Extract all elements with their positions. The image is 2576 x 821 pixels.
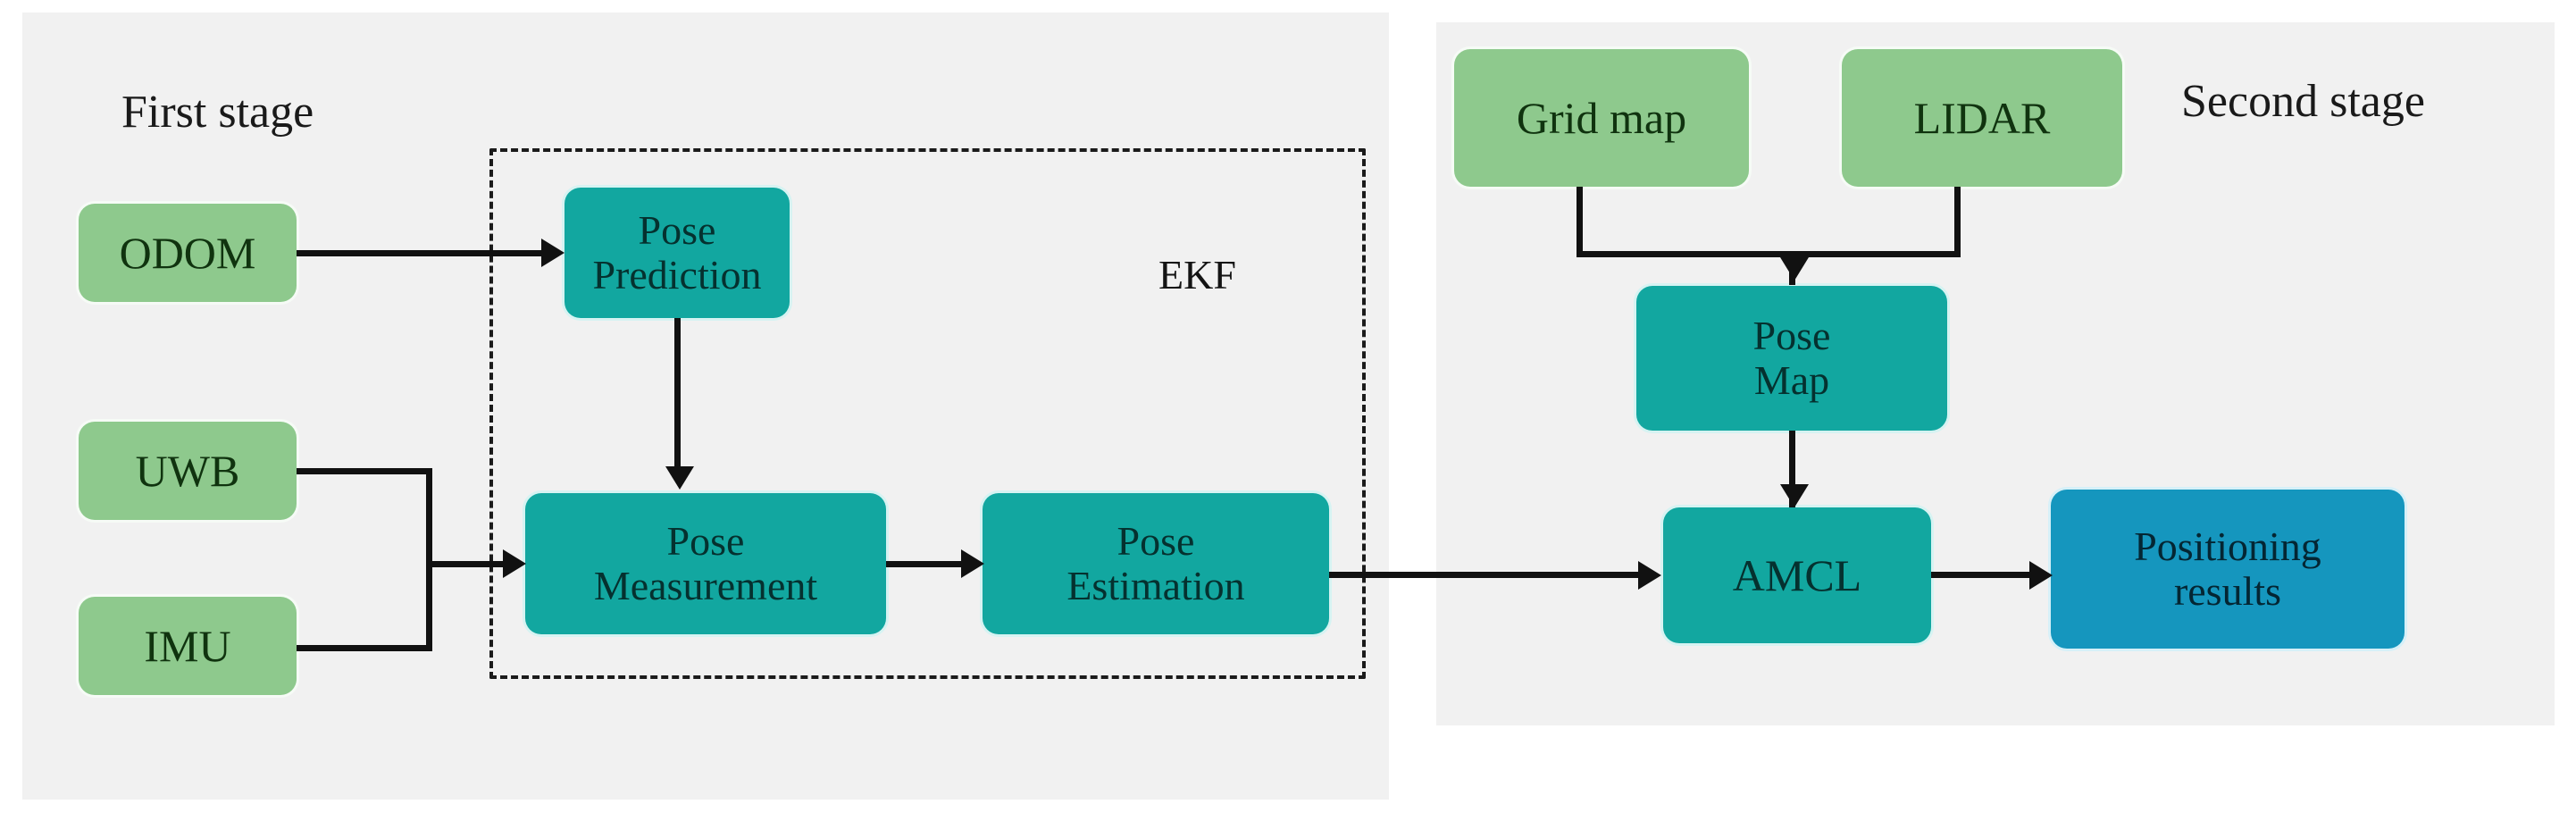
edge-pose-estimation-to-amcl: [1329, 572, 1640, 578]
edge-pose-prediction-to-pose-measurement: [674, 318, 681, 470]
node-pose-prediction-line1: Pose: [638, 207, 716, 254]
node-pose-prediction-line2: Prediction: [592, 252, 762, 297]
edge-lidar-down: [1954, 187, 1961, 255]
node-pose-measurement-line2: Measurement: [593, 563, 818, 608]
edge-pose-measurement-to-pose-estimation: [886, 561, 963, 567]
node-odom-label: ODOM: [119, 228, 256, 278]
ekf-group-label: EKF: [1158, 252, 1236, 297]
node-grid-map-label: Grid map: [1516, 93, 1687, 143]
node-odom[interactable]: ODOM: [79, 204, 297, 302]
node-grid-map[interactable]: Grid map: [1454, 49, 1749, 187]
node-pose-estimation-line1: Pose: [1117, 518, 1195, 565]
node-pose-prediction[interactable]: Pose Prediction: [565, 188, 790, 318]
node-amcl-label: AMCL: [1732, 550, 1862, 600]
node-lidar-label: LIDAR: [1913, 93, 2051, 143]
ekf-group-box: [489, 148, 1366, 679]
node-imu[interactable]: IMU: [79, 597, 297, 695]
node-pose-map-line1: Pose: [1752, 313, 1831, 359]
node-pose-map-line2: Map: [1753, 357, 1830, 403]
edge-pose-map-to-amcl: [1789, 431, 1795, 507]
edge-merge-to-pose-map-arrowhead: [1780, 257, 1809, 281]
node-positioning-results-line1: Positioning: [2134, 524, 2321, 570]
edge-uwb-to-junction: [297, 468, 432, 474]
edge-pose-measurement-to-pose-estimation-arrowhead: [961, 549, 984, 578]
node-positioning-results-line2: results: [2173, 568, 2282, 614]
edge-pose-prediction-to-pose-measurement-arrowhead: [665, 466, 694, 490]
node-amcl[interactable]: AMCL: [1663, 507, 1931, 643]
node-pose-measurement-line1: Pose: [666, 518, 745, 565]
edge-amcl-to-positioning-results-arrowhead: [2029, 561, 2053, 590]
node-uwb-label: UWB: [135, 446, 240, 496]
edge-grid-map-down: [1577, 187, 1583, 255]
edge-odom-to-pose-prediction-arrowhead: [541, 239, 565, 267]
edge-imu-to-junction: [297, 645, 432, 651]
edge-odom-to-pose-prediction: [297, 250, 543, 256]
node-pose-estimation[interactable]: Pose Estimation: [983, 493, 1329, 634]
edge-uwb-imu-merge-bus: [426, 468, 432, 651]
first-stage-label: First stage: [121, 87, 314, 138]
node-lidar[interactable]: LIDAR: [1842, 49, 2122, 187]
edge-pose-estimation-to-amcl-arrowhead: [1638, 561, 1661, 590]
node-pose-measurement[interactable]: Pose Measurement: [525, 493, 886, 634]
node-uwb[interactable]: UWB: [79, 422, 297, 520]
node-positioning-results[interactable]: Positioning results: [2051, 490, 2405, 649]
edge-pose-map-to-amcl-arrowhead: [1780, 484, 1809, 507]
node-pose-estimation-line2: Estimation: [1066, 563, 1245, 608]
edge-merge-to-pose-measurement: [426, 561, 505, 567]
second-stage-label: Second stage: [2181, 76, 2425, 127]
node-pose-map[interactable]: Pose Map: [1636, 286, 1947, 431]
edge-merge-to-pose-measurement-arrowhead: [503, 549, 526, 578]
node-imu-label: IMU: [144, 621, 231, 671]
edge-gridmap-lidar-merge-bar: [1577, 251, 1961, 257]
edge-amcl-to-positioning-results: [1931, 572, 2031, 578]
